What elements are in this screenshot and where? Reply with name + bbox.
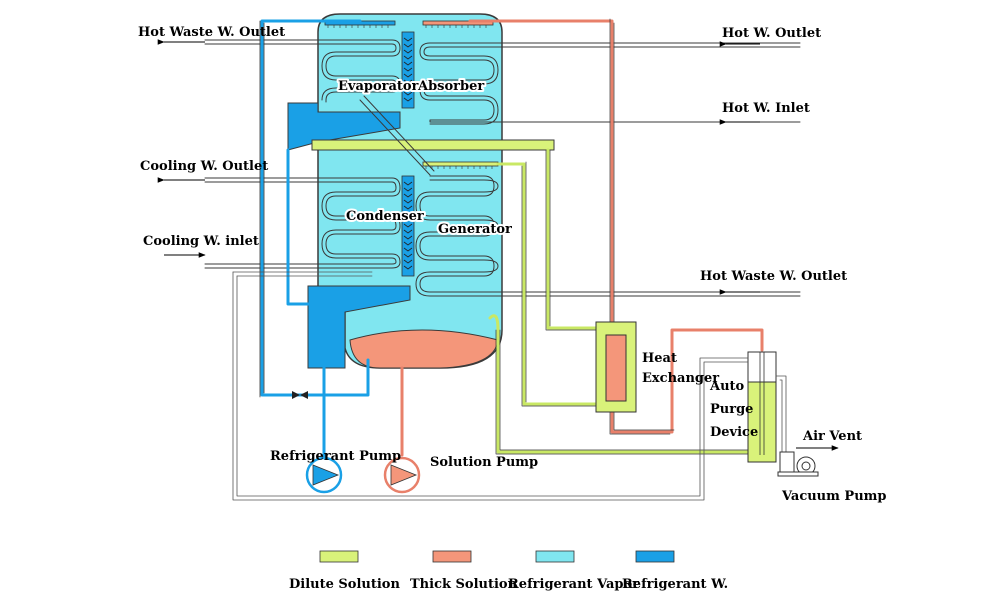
auto-purge-label-1: Auto	[709, 379, 745, 394]
dilute-return-line	[488, 314, 754, 454]
refrigerant-return-line	[286, 148, 312, 306]
refrigerant-valve	[292, 391, 308, 399]
heat-exchanger	[595, 321, 637, 413]
solution-pump	[383, 456, 421, 494]
vacuum-pump-label: Vacuum Pump	[781, 489, 887, 504]
refrigerant-spray-line	[260, 19, 362, 397]
refrigerant-pump	[305, 456, 343, 494]
purge-vent-line	[775, 375, 787, 453]
legend-swatch-thick	[432, 550, 472, 563]
legend-label-water: Refrigerant W.	[622, 577, 728, 592]
solution-pump-label: Solution Pump	[430, 455, 538, 470]
upper-eliminator	[401, 31, 415, 109]
auto-purge-device	[747, 351, 777, 463]
hot-inlet-label: Hot W. Inlet	[722, 101, 810, 116]
thick-solution-spray-line	[468, 19, 764, 434]
heat-exchanger-label-1: Heat	[642, 351, 677, 366]
cooling-inlet-label: Cooling W. inlet	[143, 234, 259, 249]
hot-outlet-label: Hot W. Outlet	[722, 26, 821, 41]
non-condensable-line	[232, 271, 749, 501]
vapor-passage	[359, 95, 435, 176]
solution-pool	[349, 329, 499, 369]
auto-purge-label-3: Device	[710, 425, 758, 440]
absorber-coil	[419, 42, 801, 125]
refrigerant-pump-label: Refrigerant Pump	[270, 449, 401, 464]
legend-label-dilute: Dilute Solution	[289, 577, 400, 592]
legend: Dilute Solution Thick Solution Refrigera…	[289, 550, 728, 592]
vacuum-pump	[777, 451, 819, 477]
condenser-coil	[204, 177, 401, 269]
dilute-solution-tray	[311, 139, 555, 151]
condenser-label: Condenser	[346, 209, 424, 224]
legend-swatch-vapor	[535, 550, 575, 563]
evaporator-coil	[204, 39, 401, 103]
legend-label-vapor: Refrigerant Vapor	[508, 577, 639, 592]
dilute-hx-in	[546, 148, 600, 330]
generator-coil	[415, 175, 801, 297]
legend-label-thick: Thick Solution	[410, 577, 518, 592]
left-hot-waste-outlet-label: Hot Waste W. Outlet	[138, 25, 285, 40]
evaporator-tray	[287, 102, 401, 151]
refrigerant-pump-bypass	[308, 358, 370, 397]
lower-eliminator	[401, 175, 415, 277]
absorber-label: Absorber	[417, 79, 484, 94]
legend-swatch-dilute	[319, 550, 359, 563]
evaporator-label: Evaporator	[338, 79, 419, 94]
legend-swatch-water	[635, 550, 675, 563]
heat-exchanger-label-2: Exchanger	[642, 371, 719, 386]
air-vent-label: Air Vent	[802, 429, 862, 444]
dilute-generator-feed	[496, 162, 600, 406]
cooling-outlet-label: Cooling W. Outlet	[140, 159, 268, 174]
right-hot-waste-outlet-label: Hot Waste W. Outlet	[700, 269, 847, 284]
auto-purge-label-2: Purge	[710, 402, 753, 417]
refrigerant-reservoir	[307, 285, 411, 369]
generator-spray-header	[422, 161, 499, 167]
absorber-spray-header	[422, 20, 494, 26]
generator-label: Generator	[438, 222, 512, 237]
